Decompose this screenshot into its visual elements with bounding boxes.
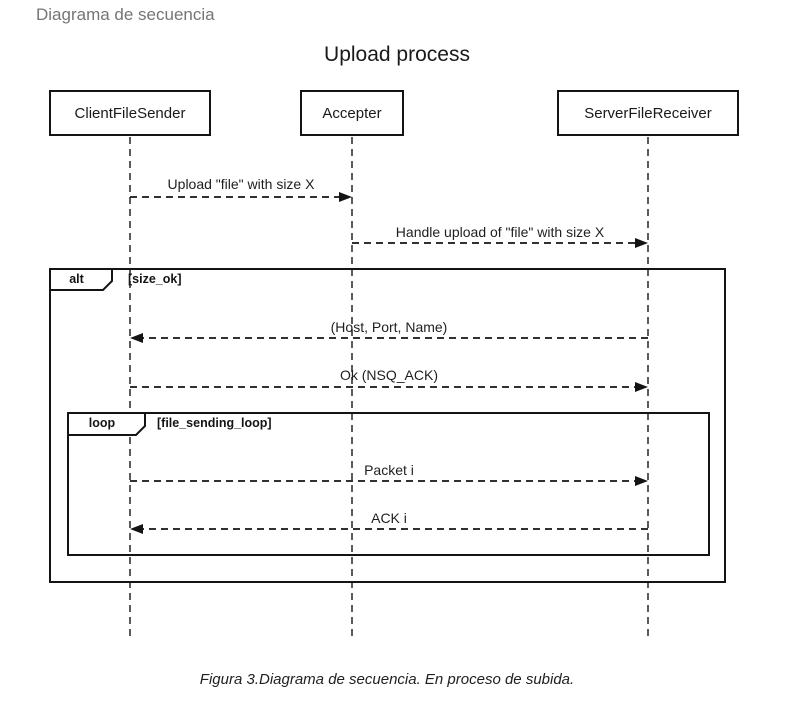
message-arrowhead — [339, 192, 352, 202]
message-arrowhead — [635, 238, 648, 248]
message-arrowhead — [130, 333, 143, 343]
loop-frame — [67, 412, 710, 556]
message-arrowhead — [635, 382, 648, 392]
alt-condition-label: [size_ok] — [128, 272, 182, 286]
page-heading: Diagrama de secuencia — [36, 5, 215, 24]
message-label-ack-i: ACK i — [371, 510, 407, 526]
actor-accepter: Accepter — [300, 90, 404, 136]
message-arrowhead — [130, 524, 143, 534]
actor-label: Accepter — [322, 104, 382, 122]
actor-label: ServerFileReceiver — [584, 104, 712, 122]
actor-serverfilereceiver: ServerFileReceiver — [557, 90, 739, 136]
loop-frame-tab — [67, 412, 146, 436]
diagram-title: Upload process — [324, 43, 470, 66]
actor-label: ClientFileSender — [74, 104, 186, 122]
alt-frame-tab — [49, 268, 113, 291]
message-label-ok-nsq-ack: Ok (NSQ_ACK) — [339, 367, 439, 383]
message-label-host-port-name: (Host, Port, Name) — [330, 319, 448, 335]
actor-clientfilesender: ClientFileSender — [49, 90, 211, 136]
message-label-handle-upload: Handle upload of "file" with size X — [395, 224, 605, 240]
alt-frame — [49, 268, 726, 583]
figure-caption: Figura 3.Diagrama de secuencia. En proce… — [199, 671, 575, 688]
loop-operator-label: loop — [88, 416, 116, 430]
message-arrowhead — [635, 476, 648, 486]
message-label-packet-i: Packet i — [364, 462, 414, 478]
loop-condition-label: [file_sending_loop] — [157, 416, 272, 430]
message-label-upload: Upload "file" with size X — [167, 176, 315, 192]
alt-operator-label: alt — [69, 272, 84, 286]
